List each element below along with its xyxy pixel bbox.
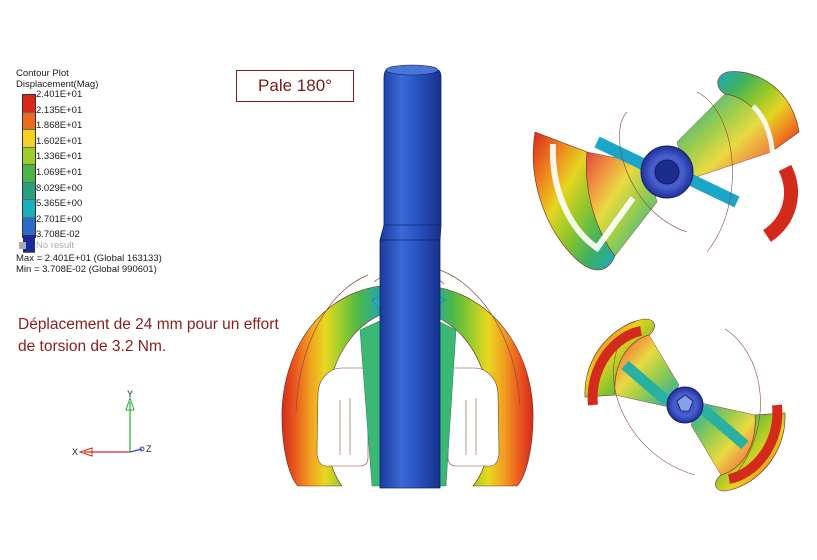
legend-min: Min = 3.708E-02 (Global 990601) <box>16 264 157 275</box>
legend-swatch <box>23 147 35 165</box>
axis-z-label: Z <box>146 444 152 454</box>
no-result-swatch <box>19 242 26 249</box>
legend-value: 8.029E+00 <box>36 182 83 194</box>
legend-subtitle: Displacement(Mag) <box>16 79 99 90</box>
axis-triad: Y X Z <box>72 389 152 457</box>
legend-value: 1.069E+01 <box>36 167 83 178</box>
legend-value: 1.602E+01 <box>36 135 83 147</box>
axis-y-label: Y <box>127 389 133 399</box>
legend-swatch <box>23 235 35 253</box>
contour-legend: Contour Plot Displacement(Mag) 2.401E+01… <box>10 66 210 286</box>
axis-x-label: X <box>72 447 78 457</box>
legend-value: 1.336E+01 <box>36 151 83 163</box>
top-view-model-upper <box>532 71 800 271</box>
legend-value: 2.701E+00 <box>36 213 83 225</box>
legend-swatch <box>23 112 35 130</box>
legend-swatch <box>23 95 35 113</box>
top-view-model-lower <box>584 318 786 492</box>
legend-swatch <box>23 200 35 218</box>
side-view-model <box>281 64 534 489</box>
caption: Déplacement de 24 mm pour un effort de t… <box>18 316 279 355</box>
legend-max: Max = 2.401E+01 (Global 163133) <box>16 253 162 264</box>
legend-value: 1.868E+01 <box>36 120 83 132</box>
legend-value: 2.135E+01 <box>36 104 83 116</box>
legend-value: 5.365E+00 <box>36 198 83 210</box>
legend-value: 3.708E-02 <box>36 229 80 241</box>
legend-swatch <box>23 130 35 148</box>
no-result-label: No result <box>36 240 75 251</box>
legend-swatch <box>23 182 35 200</box>
legend-swatch <box>23 217 35 235</box>
legend-color-bar <box>22 94 36 253</box>
legend-swatch <box>23 165 35 183</box>
legend-title: Contour Plot <box>16 68 69 79</box>
legend-value: 2.401E+01 <box>36 89 83 100</box>
view-label: Pale 180° <box>236 70 354 102</box>
